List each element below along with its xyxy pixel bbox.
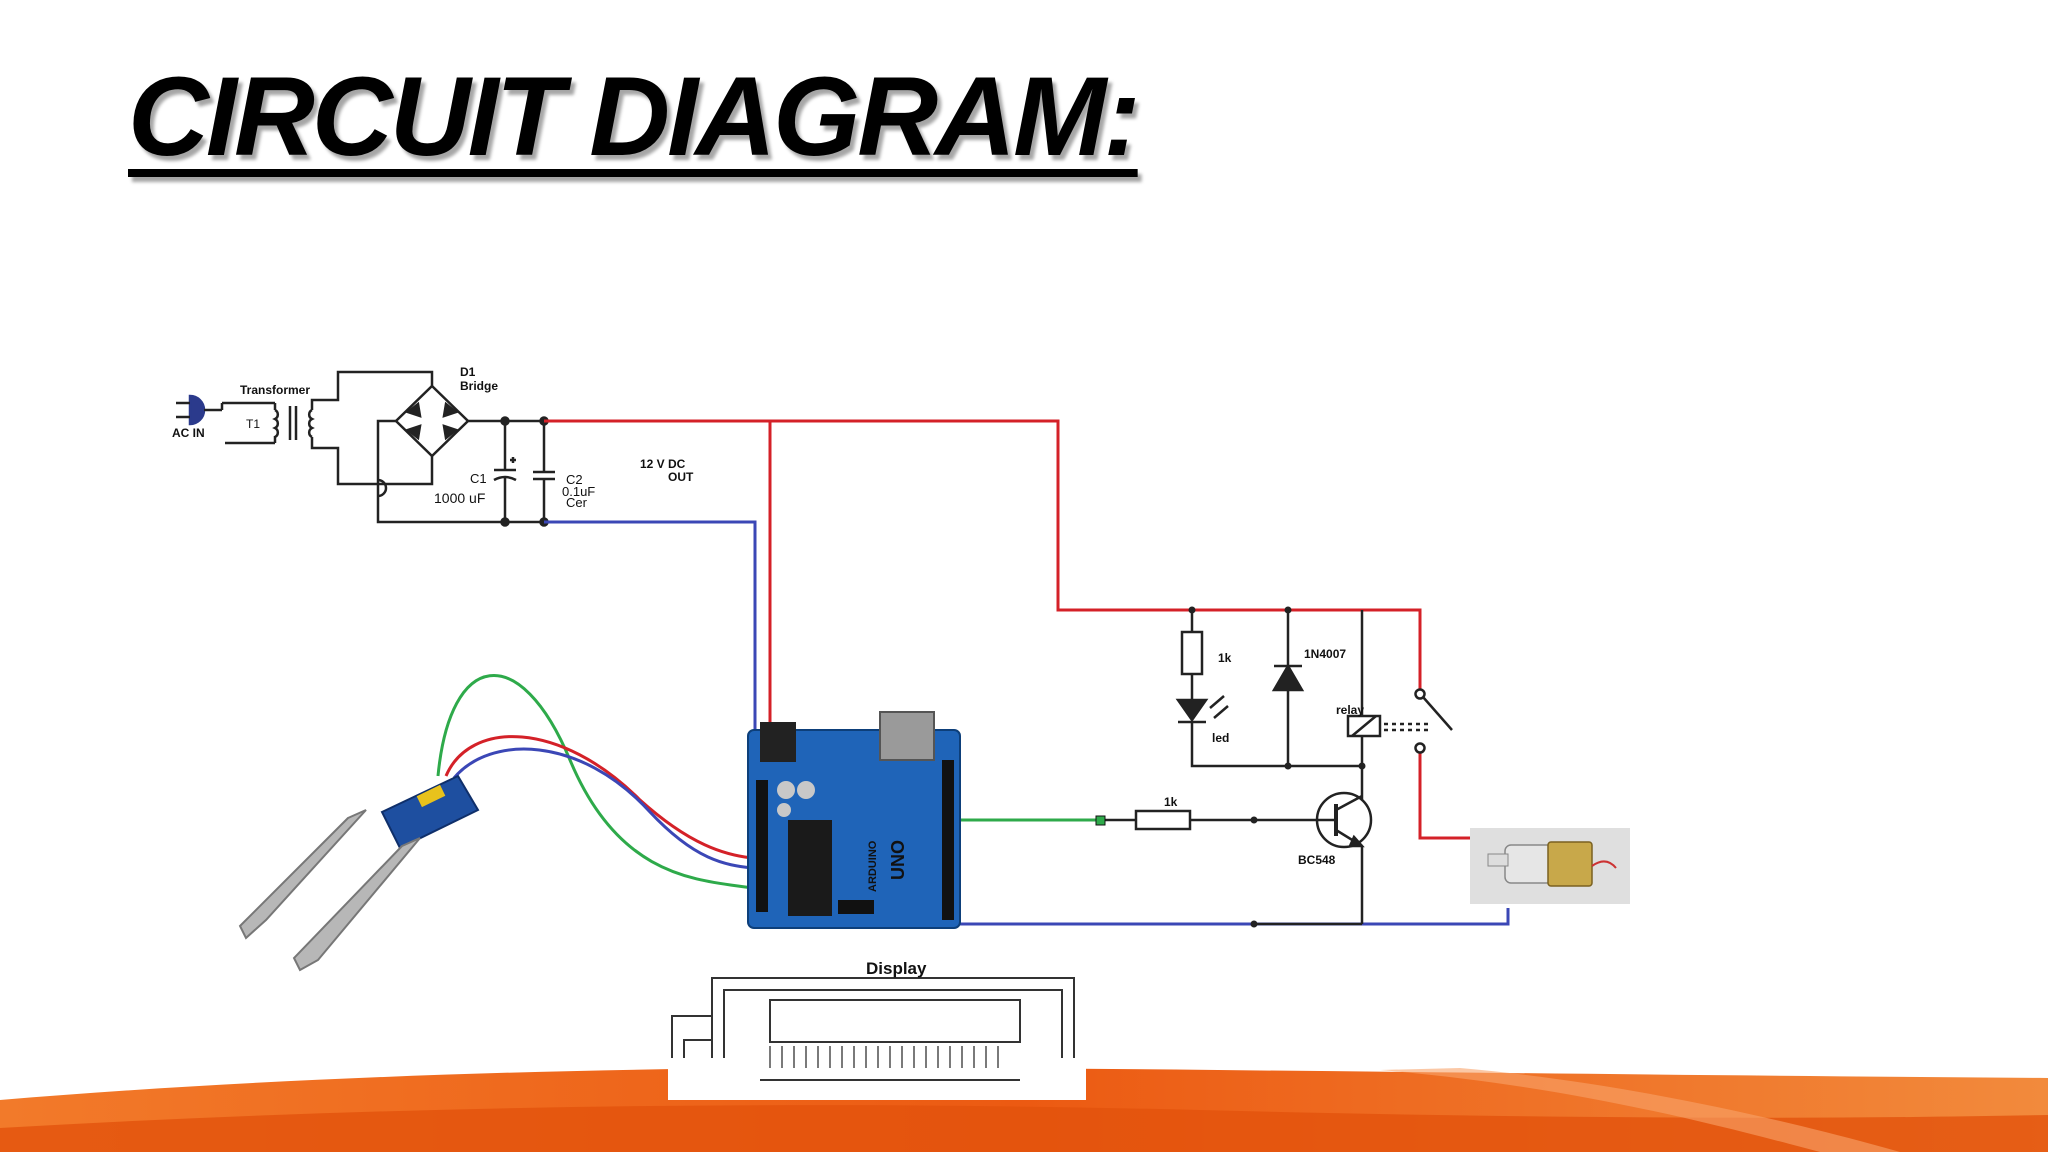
wire-ground-pump <box>960 908 1510 926</box>
usb-port-icon <box>879 711 935 761</box>
wire-relay-to-pump <box>1418 746 1470 840</box>
label-r-base: 1k <box>1164 795 1178 809</box>
board-model-label: UNO <box>888 840 908 880</box>
wire-ground <box>544 520 757 730</box>
label-r-led: 1k <box>1218 651 1232 665</box>
relay-driver-schematic <box>1098 610 1453 926</box>
water-pump <box>1470 828 1630 904</box>
board-brand-label: ARDUINO <box>867 840 879 892</box>
label-dc-out-1: 12 V DC <box>640 457 686 471</box>
label-c1: C1 <box>470 471 487 486</box>
transformer-icon <box>225 370 434 486</box>
resistor-base-icon <box>1134 809 1192 831</box>
label-bridge: Bridge <box>460 379 498 393</box>
relay-switch-icon <box>1414 688 1453 754</box>
relay-coil-icon <box>1346 610 1430 766</box>
label-ac-in: AC IN <box>172 426 205 440</box>
label-transistor: BC548 <box>1298 853 1336 867</box>
label-c2: C2 <box>566 472 583 487</box>
led-icon <box>1175 695 1229 724</box>
diagram-labels: AC IN Transformer T1 D1 Bridge C1 1000 u… <box>172 365 1364 978</box>
dc-jack-icon <box>760 722 796 762</box>
wires <box>436 419 1510 926</box>
label-c1-value: 1000 uF <box>434 490 485 506</box>
label-transformer: Transformer <box>240 383 310 397</box>
label-led: led <box>1212 731 1229 745</box>
wire-sensor-red <box>444 735 753 860</box>
transistor-bc548-icon <box>1300 791 1373 849</box>
wire-sensor-green <box>436 674 753 890</box>
capacitor-c1-icon <box>493 421 517 522</box>
label-c2-value: 0.1uF <box>562 484 595 499</box>
resistor-led-icon <box>1180 630 1204 676</box>
label-t1: T1 <box>246 417 260 431</box>
label-dc-out-2: OUT <box>668 470 694 484</box>
sensor-probe-right <box>292 837 421 972</box>
arduino-uno-board: UNO ARDUINO <box>747 711 961 929</box>
wire-sensor-blue <box>452 747 753 870</box>
label-display: Display <box>866 959 927 978</box>
power-supply-schematic <box>176 370 555 527</box>
diode-1n4007-icon <box>1271 610 1305 766</box>
wire-positive-12v <box>544 419 1422 690</box>
capacitor-c2-icon <box>505 419 555 524</box>
soil-moisture-sensor <box>238 774 480 972</box>
label-d1: D1 <box>460 365 476 379</box>
bridge-rectifier-icon <box>376 384 505 524</box>
sensor-probe-left <box>238 809 367 940</box>
ac-plug-icon <box>176 394 275 426</box>
slide-title: CIRCUIT DIAGRAM: <box>128 54 1141 179</box>
label-c2-type: Cer <box>566 495 588 510</box>
label-diode: 1N4007 <box>1304 647 1346 661</box>
label-relay: relay <box>1336 703 1364 717</box>
lcd-display <box>668 977 1086 1100</box>
